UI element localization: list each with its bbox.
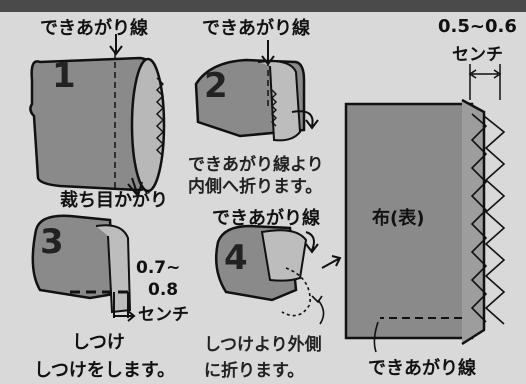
step4-finish-line-label: できあがり線 [212, 208, 320, 229]
step2-note-line1: できあがり線より [188, 155, 324, 175]
panel-finish-line-label: できあがり線 [368, 358, 476, 379]
step3-figure [31, 214, 136, 322]
step1-finish-line-label: できあがり線 [40, 18, 148, 39]
fabric-panel [344, 64, 506, 353]
step2-finish-line-label: できあがり線 [202, 18, 310, 39]
step-number-1: 1 [52, 56, 76, 96]
step4-note-line2: に折ります。 [204, 361, 305, 381]
panel-measure-line1: 0.5~0.6 [438, 16, 517, 37]
step4-figure [215, 224, 342, 325]
panel-measure-unit: センチ [452, 45, 503, 65]
step3-measure-line2: 0.8 [148, 280, 179, 300]
step4-note-line1: しつけより外側 [204, 335, 322, 355]
step3-measure-line1: 0.7~ [136, 258, 181, 278]
step3-note: しつけをします。 [34, 360, 176, 381]
step-number-3: 3 [40, 222, 64, 262]
step2-note-line2: 内側へ折ります。 [188, 177, 323, 197]
step2-figure [194, 40, 319, 142]
step1-figure [29, 34, 166, 199]
step-number-2: 2 [204, 66, 228, 106]
fabric-label: 布(表) [372, 208, 425, 229]
step3-measure-unit: センチ [138, 305, 189, 325]
top-strip [0, 0, 526, 12]
step3-tack-label: しつけ [72, 332, 125, 353]
step-number-4: 4 [224, 238, 248, 278]
step1-overcast-label: 裁ち目かがり [60, 190, 168, 211]
